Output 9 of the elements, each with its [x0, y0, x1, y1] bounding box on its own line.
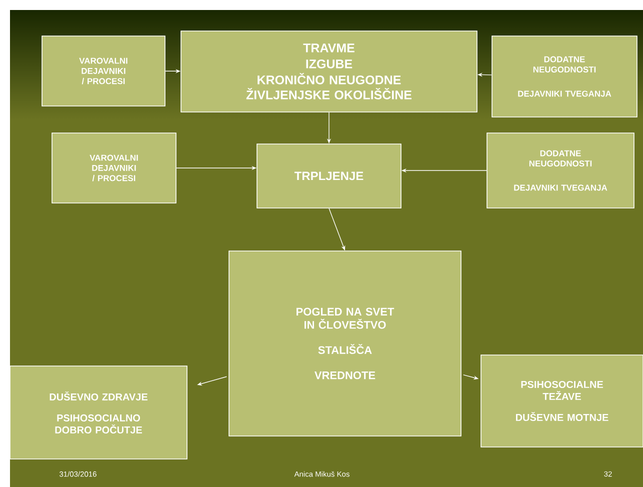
text-box: TRPLJENJE [256, 144, 402, 208]
text-box: VAROVALNI DEJAVNIKI / PROCESI [42, 36, 166, 106]
text-box: DODATNE NEUGODNOSTI DEJAVNIKI TVEGANJA [486, 132, 634, 208]
text-box: DODATNE NEUGODNOSTI DEJAVNIKI TVEGANJA [492, 36, 638, 118]
text-box: DUŠEVNO ZDRAVJE PSIHOSOCIALNO DOBRO POČUTJE [10, 366, 188, 460]
text-box: TRAVME IZGUBE KRONIČNO NEUGODNE ŽIVLJENJSKE OKOLIŠČINE [180, 30, 478, 112]
text-box: PSIHOSOCIALNE TEŽAVE DUŠEVNE MOTNJE [480, 354, 643, 448]
text-box: POGLED NA SVET IN ČLOVEŠTVO STALIŠČA VREDNOTE [228, 250, 462, 436]
text-box: VAROVALNI DEJAVNIKI / PROCESI [52, 132, 176, 204]
